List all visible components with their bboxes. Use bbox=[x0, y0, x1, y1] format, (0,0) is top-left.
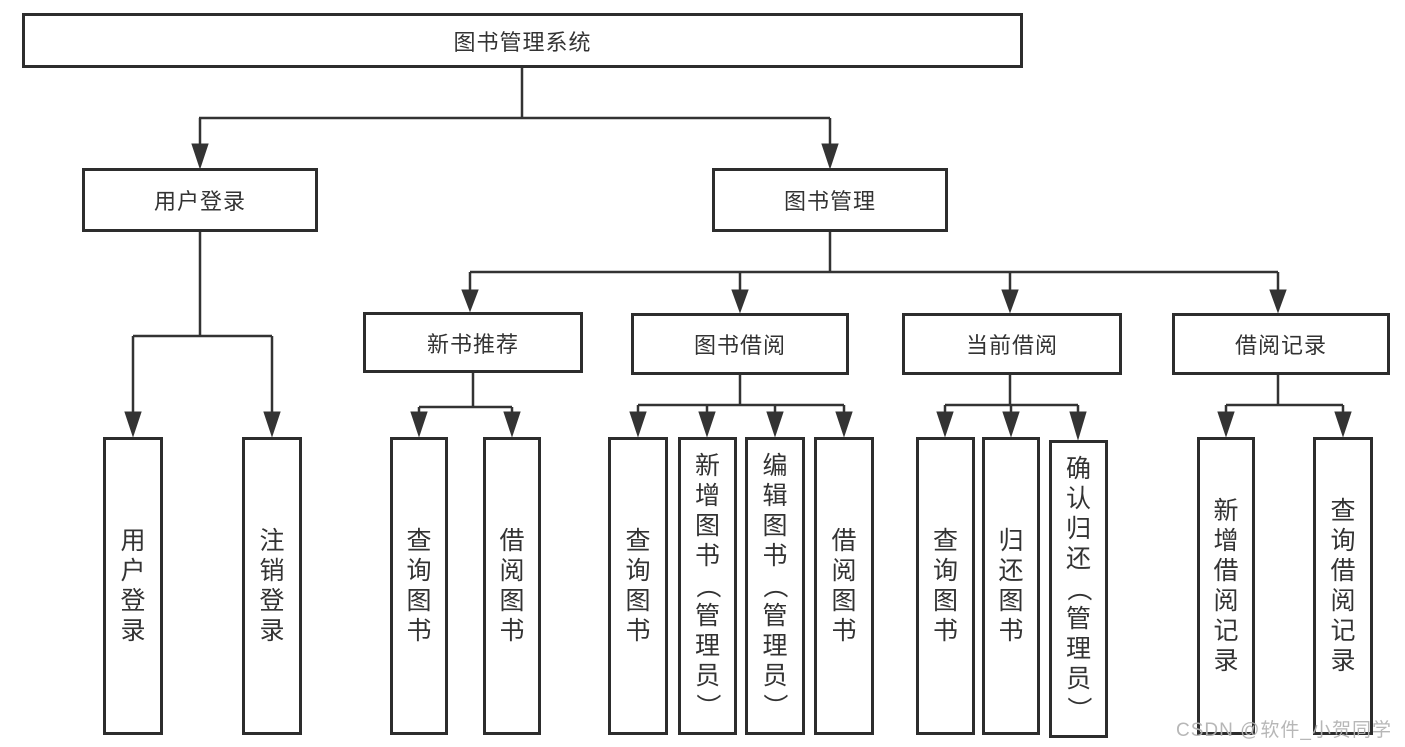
leaf-label: 查询图书 bbox=[406, 527, 432, 645]
leaf-label: 借阅图书 bbox=[831, 527, 857, 645]
leaf-label: 确认归还（管理员） bbox=[1064, 455, 1093, 722]
csdn-watermark: CSDN @软件_小贺同学 bbox=[1176, 720, 1392, 741]
node-label: 借阅记录 bbox=[1234, 333, 1327, 358]
leaf-edit-books-admin: 编辑图书（管理员） bbox=[745, 437, 805, 735]
leaf-label: 查询图书 bbox=[625, 527, 651, 645]
leaf-label: 注销登录 bbox=[259, 527, 285, 645]
node-library-management-system: 图书管理系统 bbox=[22, 13, 1023, 68]
leaf-borrow-books-recommend: 借阅图书 bbox=[483, 437, 541, 735]
node-new-book-recommend: 新书推荐 bbox=[363, 312, 583, 373]
leaf-label: 新增图书（管理员） bbox=[693, 452, 722, 719]
leaf-query-borrow-record: 查询借阅记录 bbox=[1313, 437, 1373, 735]
leaf-user-login: 用户登录 bbox=[103, 437, 163, 735]
node-label: 图书借阅 bbox=[693, 333, 786, 358]
leaf-query-books-borrow: 查询图书 bbox=[608, 437, 668, 735]
leaf-query-books-recommend: 查询图书 bbox=[390, 437, 448, 735]
leaf-add-borrow-record: 新增借阅记录 bbox=[1197, 437, 1255, 735]
node-user-login: 用户登录 bbox=[82, 168, 318, 232]
leaf-query-books-current: 查询图书 bbox=[916, 437, 975, 735]
node-borrow-records: 借阅记录 bbox=[1172, 313, 1390, 375]
leaf-label: 新增借阅记录 bbox=[1213, 497, 1239, 675]
leaf-return-books: 归还图书 bbox=[982, 437, 1040, 735]
leaf-confirm-return-admin: 确认归还（管理员） bbox=[1049, 440, 1108, 738]
node-label: 图书管理 bbox=[783, 189, 876, 214]
node-current-borrow: 当前借阅 bbox=[902, 313, 1122, 375]
leaf-borrow-books: 借阅图书 bbox=[814, 437, 874, 735]
leaf-label: 查询图书 bbox=[932, 527, 958, 645]
leaf-label: 借阅图书 bbox=[499, 527, 525, 645]
leaf-label: 用户登录 bbox=[120, 527, 146, 645]
leaf-label: 归还图书 bbox=[998, 527, 1024, 645]
leaf-label: 编辑图书（管理员） bbox=[760, 452, 789, 719]
leaf-logout: 注销登录 bbox=[242, 437, 302, 735]
node-label: 图书管理系统 bbox=[453, 29, 592, 55]
leaf-label: 查询借阅记录 bbox=[1330, 497, 1356, 675]
node-label: 当前借阅 bbox=[965, 333, 1058, 358]
node-book-borrow: 图书借阅 bbox=[631, 313, 849, 375]
leaf-add-books-admin: 新增图书（管理员） bbox=[678, 437, 737, 735]
node-label: 用户登录 bbox=[153, 189, 246, 214]
node-label: 新书推荐 bbox=[426, 331, 519, 357]
node-book-management: 图书管理 bbox=[712, 168, 948, 232]
